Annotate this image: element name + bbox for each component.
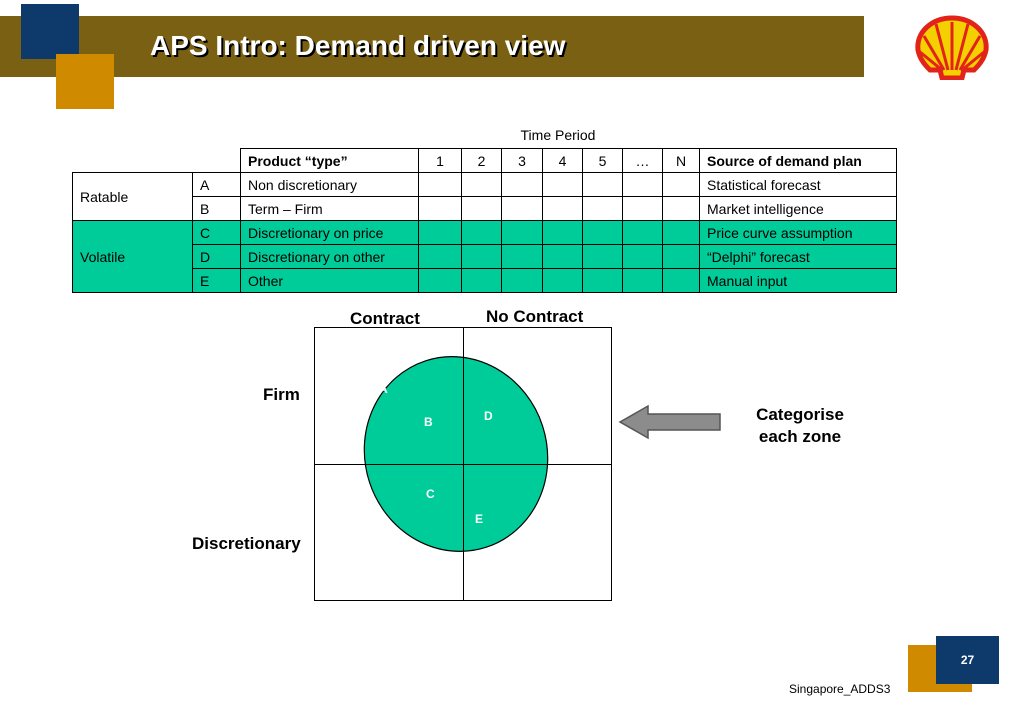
table-row: E Other Manual input xyxy=(73,268,897,293)
period-cell xyxy=(582,268,623,293)
header-period: 3 xyxy=(501,148,543,173)
time-period-caption: Time Period xyxy=(520,127,596,143)
categorise-callout: Categorise each zone xyxy=(732,404,868,448)
period-cell xyxy=(461,268,502,293)
row-code: E xyxy=(192,268,241,293)
row-source: Statistical forecast xyxy=(699,172,897,197)
header-period: 1 xyxy=(418,148,462,173)
period-cell xyxy=(501,196,543,221)
period-cell xyxy=(461,244,502,269)
row-source: Manual input xyxy=(699,268,897,293)
period-cell xyxy=(542,220,583,245)
row-code: A xyxy=(192,172,241,197)
row-product: Discretionary on price xyxy=(240,220,419,245)
period-cell xyxy=(542,244,583,269)
zone-label-b: B xyxy=(424,415,433,429)
col-header-contract: Contract xyxy=(350,309,420,328)
table-row: Volatile C Discretionary on price Price … xyxy=(72,220,897,293)
period-cell xyxy=(501,220,543,245)
period-cell xyxy=(542,268,583,293)
period-cell xyxy=(582,220,623,245)
period-cell xyxy=(662,244,700,269)
period-cell xyxy=(582,196,623,221)
row-product: Other xyxy=(240,268,419,293)
period-cell xyxy=(501,268,543,293)
footer-square-blue xyxy=(936,636,999,684)
col-header-no-contract: No Contract xyxy=(486,307,584,326)
group-label-volatile: Volatile xyxy=(72,220,193,293)
row-product: Discretionary on other xyxy=(240,244,419,269)
period-cell xyxy=(622,268,663,293)
footer-text: Singapore_ADDS3 xyxy=(789,682,891,696)
period-cell xyxy=(622,196,663,221)
table-row: B Term – Firm Market intelligence xyxy=(73,196,897,221)
period-cell xyxy=(662,172,700,197)
row-code: D xyxy=(192,244,241,269)
period-cell xyxy=(582,244,623,269)
row-source: Price curve assumption xyxy=(699,220,897,245)
table-row: D Discretionary on other “Delphi” foreca… xyxy=(73,244,897,269)
row-product: Non discretionary xyxy=(240,172,419,197)
row-code: C xyxy=(192,220,241,245)
table-row: Ratable A Non discretionary Statistical … xyxy=(72,172,897,221)
callout-line: each zone xyxy=(758,427,842,446)
callout-line: Categorise xyxy=(756,405,844,424)
period-cell xyxy=(461,172,502,197)
period-cell xyxy=(662,268,700,293)
left-arrow-icon xyxy=(618,404,721,440)
period-cell xyxy=(582,172,623,197)
demand-table: Product “type” 1 2 3 4 5 … N Source of d… xyxy=(72,148,897,293)
header-period: … xyxy=(622,148,663,173)
period-cell xyxy=(461,196,502,221)
shell-logo-icon xyxy=(915,15,989,80)
row-code: B xyxy=(192,196,241,221)
period-cell xyxy=(622,172,663,197)
blank-cell xyxy=(193,149,241,173)
period-cell xyxy=(418,196,462,221)
zone-label-d: D xyxy=(484,409,493,423)
page-number: 27 xyxy=(960,653,975,667)
period-cell xyxy=(542,196,583,221)
header-period: 5 xyxy=(582,148,623,173)
period-cell xyxy=(461,220,502,245)
header-period: 2 xyxy=(461,148,502,173)
row-header-firm: Firm xyxy=(263,385,300,404)
row-header-discretionary: Discretionary xyxy=(192,534,301,553)
period-cell xyxy=(662,220,700,245)
zone-label-a: A xyxy=(379,382,388,396)
header-source: Source of demand plan xyxy=(699,148,897,173)
title-band xyxy=(0,16,864,77)
period-cell xyxy=(418,244,462,269)
grid-divider-horizontal xyxy=(314,464,612,465)
period-cell xyxy=(418,220,462,245)
period-cell xyxy=(622,220,663,245)
blank-cell xyxy=(73,149,193,173)
zone-label-e: E xyxy=(475,512,484,526)
period-cell xyxy=(418,268,462,293)
period-cell xyxy=(418,172,462,197)
slide-title: APS Intro: Demand driven view xyxy=(150,30,566,61)
period-cell xyxy=(622,244,663,269)
group-label-ratable: Ratable xyxy=(72,172,193,221)
zone-label-c: C xyxy=(426,487,435,501)
decor-square-blue xyxy=(21,4,79,59)
header-period: 4 xyxy=(542,148,583,173)
period-cell xyxy=(501,244,543,269)
row-source: Market intelligence xyxy=(699,196,897,221)
demand-ellipse xyxy=(363,356,549,552)
period-cell xyxy=(662,196,700,221)
period-cell xyxy=(501,172,543,197)
decor-square-gold xyxy=(56,54,114,109)
row-source: “Delphi” forecast xyxy=(699,244,897,269)
table-header-row: Product “type” 1 2 3 4 5 … N Source of d… xyxy=(73,148,897,173)
header-product-type: Product “type” xyxy=(240,148,419,173)
period-cell xyxy=(542,172,583,197)
header-period: N xyxy=(662,148,700,173)
row-product: Term – Firm xyxy=(240,196,419,221)
